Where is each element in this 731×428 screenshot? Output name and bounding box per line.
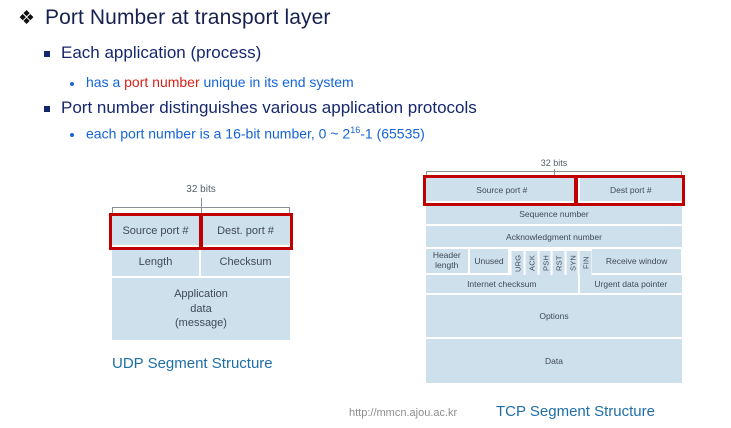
udp-row-length-checksum: Length Checksum [112,247,290,278]
tcp-row-options: Options [426,295,682,339]
port-number-highlight: port number [124,74,200,90]
each-port-post-text: -1 (65535) [360,125,425,142]
square-bullet-icon [44,51,50,57]
dot-bullet-icon [70,82,74,86]
unique-rest-text: unique in its end system [199,74,354,90]
bullet-port-number-distinguishes-label: Port number distinguishes various applic… [61,98,477,117]
tcp-header-length-line2: length [435,260,459,270]
udp-cell-checksum: Checksum [201,247,290,278]
udp-segment-table: Source port # Dest. port # Length Checks… [112,216,290,340]
udp-row-application-data: Application data (message) [112,278,290,340]
tcp-cell-flag-fin: FIN [578,249,592,275]
udp-app-data-line2: data [190,302,212,315]
tcp-cell-urgent-data-pointer: Urgent data pointer [579,275,682,295]
bullet-has-port-number: has a port number unique in its end syst… [70,74,354,90]
tcp-row-ports: Source port # Dest port # [426,178,682,203]
tcp-caption: TCP Segment Structure [496,403,655,420]
tcp-cell-header-length: Header length [426,249,470,275]
bullet-has-port-number-label: has a port number unique in its end syst… [86,74,354,90]
tcp-row-flags: Header length Unused URG ACK PSH RST SYN… [426,249,682,275]
tcp-cell-receive-window: Receive window [591,249,682,275]
tcp-cell-flag-ack: ACK [524,249,538,275]
udp-app-data-line3: (message) [175,317,227,330]
udp-cell-length: Length [112,247,201,278]
bullet-each-port-16bit-label: each port number is a 16-bit number, 0 ~… [86,125,425,142]
tcp-row-checksum: Internet checksum Urgent data pointer [426,275,682,295]
dot-bullet-icon [70,133,74,137]
tcp-cell-flag-psh: PSH [537,249,552,275]
udp-cell-source-port: Source port # [112,216,201,247]
udp-caption: UDP Segment Structure [112,355,273,372]
tcp-cell-internet-checksum: Internet checksum [426,275,580,295]
tcp-cell-data: Data [426,339,682,383]
bullet-each-application: Each application (process) [44,43,261,63]
exponent-16: 16 [350,125,361,135]
udp-bits-label: 32 bits [186,184,216,195]
tcp-segment-table: Source port # Dest port # Sequence numbe… [426,178,682,383]
tcp-cell-flag-syn: SYN [564,249,579,275]
udp-bracket-stem [201,198,202,207]
tcp-bits-label: 32 bits [540,158,568,168]
bullet-each-application-label: Each application (process) [61,43,262,62]
tcp-cell-sequence-number: Sequence number [426,203,682,226]
bullet-port-number-distinguishes: Port number distinguishes various applic… [44,98,477,118]
each-port-pre-text: each port number is a 16-bit number, 0 ~… [86,125,351,142]
tcp-cell-flag-urg: URG [510,249,525,275]
tcp-row-sequence: Sequence number [426,203,682,226]
tcp-cell-acknowledgment-number: Acknowledgment number [426,226,682,249]
tcp-row-data: Data [426,339,682,383]
udp-32bits-bracket: 32 bits [112,184,290,216]
tcp-row-acknowledgment: Acknowledgment number [426,226,682,249]
diamond-cluster-bullet-icon: ❖ [18,8,36,29]
has-a-text: has a [86,74,125,90]
tcp-cell-source-port: Source port # [426,178,580,203]
udp-cell-dest-port: Dest. port # [201,216,290,247]
udp-row-ports: Source port # Dest. port # [112,216,290,247]
square-bullet-icon [44,106,50,112]
tcp-cell-flag-rst: RST [551,249,565,275]
udp-bracket-bar [112,207,290,216]
slide-title-row: ❖ Port Number at transport layer [18,6,331,30]
udp-app-data-line1: Application [174,287,228,300]
bullet-each-port-16bit: each port number is a 16-bit number, 0 ~… [70,125,425,142]
tcp-32bits-bracket: 32 bits [426,158,682,180]
tcp-cell-options: Options [426,295,682,339]
page-title: Port Number at transport layer [45,6,331,29]
udp-cell-application-data: Application data (message) [112,278,290,340]
tcp-header-length-line1: Header [432,250,461,261]
tcp-bracket-stem [554,169,555,175]
source-url-note: http://mmcn.ajou.ac.kr [349,407,458,419]
udp-bracket-center-tick [201,208,202,216]
tcp-cell-unused: Unused [469,249,511,275]
tcp-cell-dest-port: Dest port # [579,178,682,203]
